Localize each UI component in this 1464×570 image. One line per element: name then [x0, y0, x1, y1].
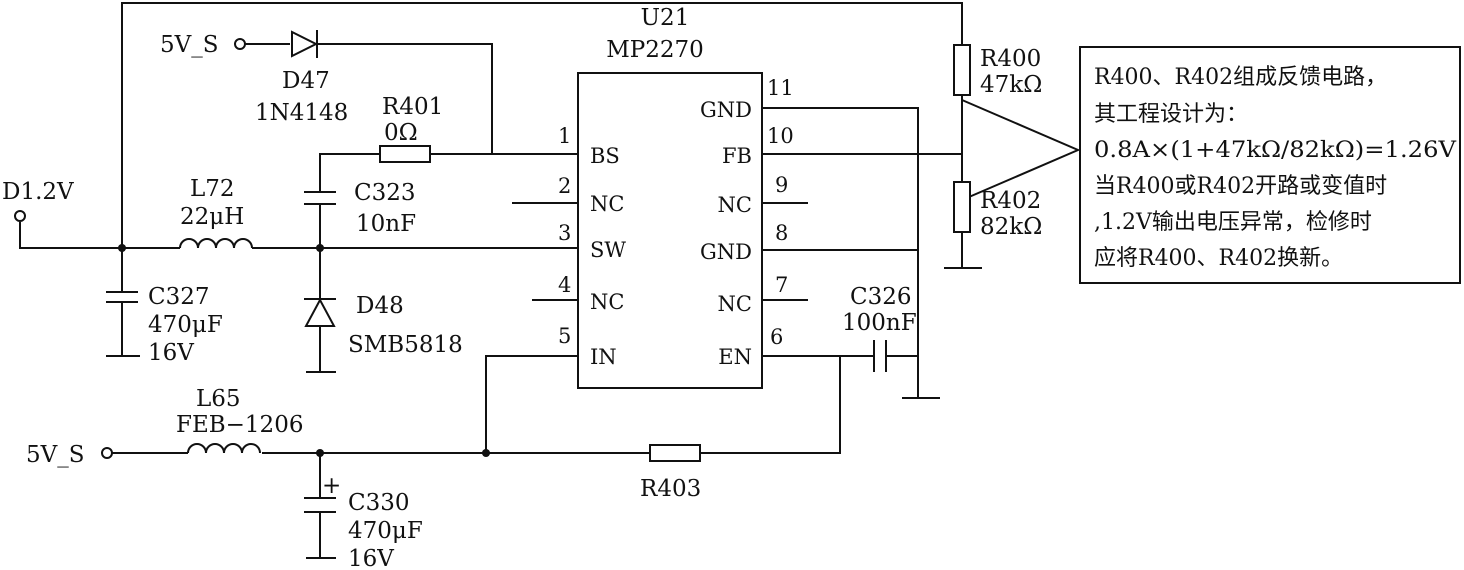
- pin-name-nc-9: NC: [718, 193, 752, 217]
- pin-num-3: 3: [558, 221, 571, 245]
- pin-name-gnd-8: GND: [700, 240, 752, 264]
- c327-capacitor-symbol: [106, 291, 138, 303]
- c327-ref: C327: [148, 284, 210, 310]
- c326-capacitor-symbol: [873, 340, 887, 372]
- c330-value: 470μF: [348, 518, 423, 544]
- l72-ref: L72: [190, 176, 235, 202]
- wires: [19, 2, 1081, 559]
- c326-ref: C326: [850, 284, 912, 310]
- terminal-5v-s-bottom: [101, 447, 113, 459]
- net-d1-2v: D1.2V: [2, 179, 74, 205]
- c323-capacitor-symbol: [304, 191, 336, 205]
- pin-num-1: 1: [558, 124, 571, 148]
- d47-ref: D47: [282, 68, 330, 94]
- r402-resistor-symbol: [953, 181, 971, 233]
- pin-num-9: 9: [775, 173, 788, 197]
- net-5v-s-top: 5V_S: [160, 32, 219, 58]
- ic-body: [577, 72, 763, 389]
- c327-voltage: 16V: [148, 340, 194, 366]
- d48-diode-symbol: [304, 297, 336, 327]
- d48-ref: D48: [356, 293, 404, 319]
- r401-ref: R401: [382, 94, 443, 120]
- r402-value: 82kΩ: [980, 214, 1042, 240]
- r401-resistor-symbol: [379, 145, 431, 163]
- note-box: [1079, 46, 1461, 284]
- pin-num-6: 6: [770, 325, 783, 349]
- pin-name-nc-2: NC: [590, 192, 624, 216]
- r401-value: 0Ω: [384, 120, 418, 146]
- r400-value: 47kΩ: [980, 72, 1042, 98]
- l65-ref: L65: [196, 386, 241, 412]
- net-5v-s-bottom: 5V_S: [26, 442, 85, 468]
- c330-capacitor-symbol: [304, 497, 336, 513]
- c330-polarity: +: [322, 473, 341, 499]
- pin-name-en: EN: [718, 345, 752, 369]
- note-line-5: ,1.2V输出电压异常，检修时: [1094, 210, 1372, 235]
- d47-value: 1N4148: [255, 100, 348, 126]
- junctions: [118, 244, 490, 457]
- r403-ref: R403: [640, 476, 701, 502]
- pin-name-nc-7: NC: [718, 292, 752, 316]
- pin-num-7: 7: [775, 273, 788, 297]
- d47-diode-symbol: [291, 30, 319, 58]
- l72-inductor-symbol: [179, 238, 253, 249]
- note-line-3: 0.8A×(1+47kΩ/82kΩ)=1.26V: [1094, 138, 1457, 163]
- ic-part: MP2270: [606, 37, 704, 63]
- note-line-4: 当R400或R402开路或变值时: [1094, 174, 1387, 199]
- note-line-1: R400、R402组成反馈电路，: [1094, 65, 1387, 90]
- pin-num-2: 2: [558, 174, 571, 198]
- r402-ref: R402: [980, 188, 1041, 214]
- c330-voltage: 16V: [348, 546, 394, 570]
- c323-ref: C323: [354, 180, 416, 206]
- pin-name-gnd-11: GND: [700, 98, 752, 122]
- pin-name-nc-4: NC: [590, 290, 624, 314]
- pin-name-fb: FB: [722, 144, 752, 168]
- r400-resistor-symbol: [953, 44, 971, 96]
- d48-value: SMB5818: [348, 332, 463, 358]
- c323-value: 10nF: [356, 211, 416, 237]
- r400-ref: R400: [980, 46, 1041, 72]
- pin-num-10: 10: [767, 124, 794, 148]
- note-line-6: 应将R400、R402换新。: [1094, 246, 1343, 271]
- terminal-5v-s-top: [234, 38, 246, 50]
- pin-name-in: IN: [590, 345, 617, 369]
- c326-value: 100nF: [842, 310, 917, 336]
- l65-value: FEB−1206: [176, 412, 303, 438]
- ic-ref: U21: [641, 5, 690, 31]
- pin-num-11: 11: [767, 76, 794, 100]
- pin-name-sw: SW: [590, 238, 626, 262]
- pin-num-8: 8: [775, 221, 788, 245]
- c327-value: 470μF: [148, 312, 223, 338]
- l65-inductor-symbol: [187, 443, 261, 454]
- pin-num-4: 4: [558, 273, 571, 297]
- r403-resistor-symbol: [649, 444, 701, 462]
- pin-name-bs: BS: [590, 144, 620, 168]
- terminal-d1-2v: [14, 210, 26, 222]
- c330-ref: C330: [348, 490, 410, 516]
- pin-num-5: 5: [558, 324, 571, 348]
- l72-value: 22μH: [180, 204, 244, 230]
- note-line-2: 其工程设计为：: [1094, 102, 1248, 127]
